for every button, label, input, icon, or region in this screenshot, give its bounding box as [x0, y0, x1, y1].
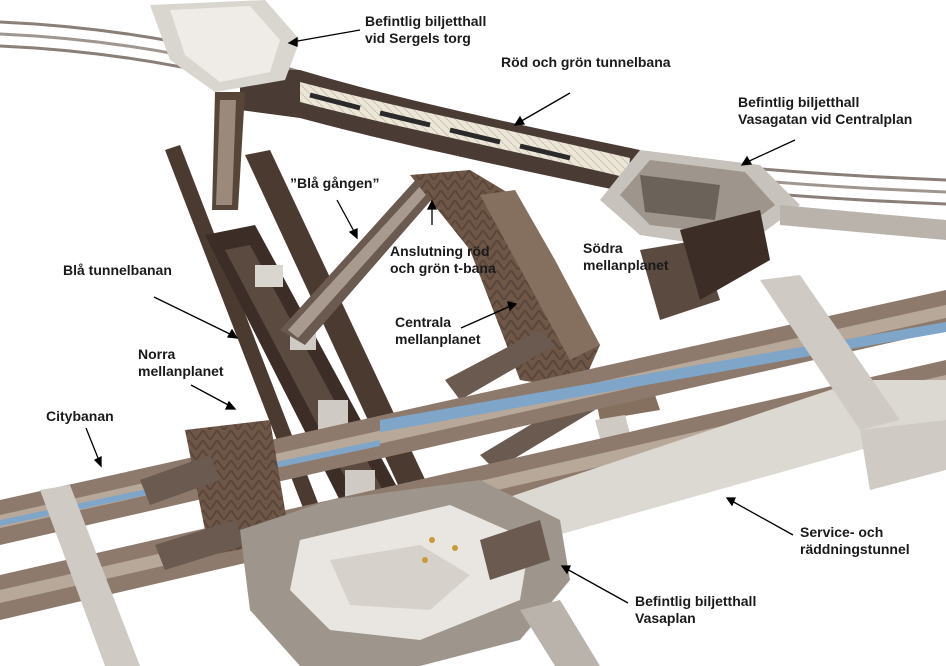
north-mezzanine [140, 420, 290, 570]
label-citybanan: Citybanan [46, 408, 114, 425]
bla-gangen-passage [280, 175, 440, 345]
label-sodra-line1: Södra [583, 240, 623, 256]
label-rod-gron-tunnelbana-line1: Röd och grön tunnelbana [501, 54, 671, 70]
label-centrala-line1: Centrala [395, 314, 452, 330]
red-green-platform [240, 70, 640, 195]
label-vasagatan: Befintlig biljetthall Vasagatan vid Cent… [738, 94, 912, 128]
label-service-line1: Service- och [800, 524, 884, 540]
label-sodra-line2: mellanplanet [583, 257, 669, 273]
label-sodra-mellanplanet: Södra mellanplanet [583, 240, 669, 274]
label-bla-tunnelbanan: Blå tunnelbanan [63, 262, 172, 279]
label-sergels-torg-line1: Befintlig biljetthall [365, 13, 487, 29]
label-sergels-torg-line2: vid Sergels torg [365, 30, 471, 46]
label-centrala-line2: mellanplanet [395, 331, 481, 347]
label-rod-gron-tunnelbana: Röd och grön tunnelbana [501, 54, 671, 71]
label-norra-mellanplanet: Norra mellanplanet [138, 346, 224, 380]
sergels-torg-hall [150, 0, 300, 210]
label-citybanan-line1: Citybanan [46, 408, 114, 424]
south-mezzanine [410, 170, 770, 390]
label-vasagatan-line2: Vasagatan vid Centralplan [738, 111, 913, 127]
label-centrala-mellanplanet: Centrala mellanplanet [395, 314, 481, 348]
label-anslutning-line2: och grön t-bana [390, 260, 496, 276]
label-norra-line2: mellanplanet [138, 363, 224, 379]
label-norra-line1: Norra [138, 346, 176, 362]
vasagatan-hall [600, 150, 946, 250]
label-bla-gangen-line1: ”Blå gången” [290, 175, 380, 191]
label-service-tunnel: Service- och räddningstunnel [800, 524, 910, 558]
label-bla-gangen: ”Blå gången” [290, 175, 379, 192]
service-rescue-tunnel [40, 275, 946, 666]
label-bla-tunnelbanan-line1: Blå tunnelbanan [63, 262, 172, 278]
label-anslutning-line1: Anslutning röd [390, 243, 490, 259]
leader-arrows [85, 29, 796, 604]
label-sergels-torg: Befintlig biljetthall vid Sergels torg [365, 13, 486, 47]
vasaplan-hall [240, 480, 600, 666]
label-vasaplan: Befintlig biljetthall Vasaplan [635, 593, 756, 627]
label-anslutning: Anslutning röd och grön t-bana [390, 243, 496, 277]
label-vasaplan-line1: Befintlig biljetthall [635, 593, 757, 609]
label-vasagatan-line1: Befintlig biljetthall [738, 94, 860, 110]
label-vasaplan-line2: Vasaplan [635, 610, 696, 626]
label-service-line2: räddningstunnel [800, 541, 910, 557]
